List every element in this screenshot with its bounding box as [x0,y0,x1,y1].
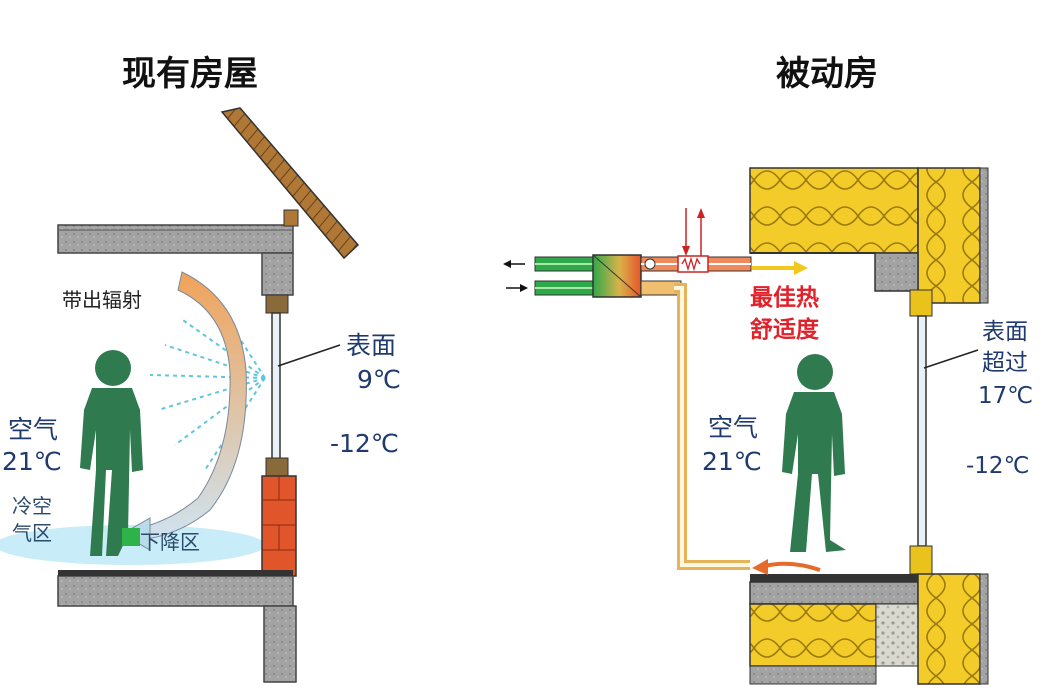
left-person [80,350,143,556]
cold-zone-line1: 冷空 [12,494,52,518]
left-outside-temp: -12℃ [330,429,399,458]
right-window-frame-top [909,289,933,317]
left-air-label: 空气 [8,415,59,444]
right-window-frame-bottom [909,545,933,575]
radiation-rays [149,299,266,471]
comfort-line1: 最佳热 [750,285,819,311]
left-surface-temp: 9℃ [357,365,401,394]
right-floor-slab [749,581,919,605]
return-air-arrow [752,559,821,575]
left-window-frame-bottom [265,457,289,477]
left-window-glass [271,312,281,464]
right-air-temp: 21℃ [702,447,762,476]
ceiling-slab [57,224,294,254]
outer-insulation-top [917,167,981,304]
ventilation-system [503,208,752,570]
left-surface-label: 表面 [346,331,397,360]
downdraft-label: 下降区 [140,530,200,554]
left-existing-house [0,107,360,683]
outer-insulation-bottom [917,573,981,685]
right-passive-house [503,167,989,685]
right-surface-line1: 表面 [982,319,1028,345]
right-surface-temp: 17℃ [978,383,1034,409]
right-person [782,354,846,552]
cold-zone-line2: 气区 [12,521,52,545]
right-surface-line2: 超过 [982,350,1028,376]
warm-supply-arrow [752,261,808,275]
right-air-label: 空气 [708,413,759,442]
lower-insulation [749,603,877,667]
floor-slab [57,575,294,607]
right-window-glass [917,315,927,547]
left-window-frame-top [265,294,289,314]
comfort-line2: 舒适度 [750,317,819,343]
radiation-label: 带出辐射 [62,288,142,312]
right-outside-temp: -12℃ [966,453,1030,479]
roof-rafter [220,107,360,260]
right-title: 被动房 [776,54,878,94]
downdraft-arrow [139,271,247,541]
upper-insulation [749,167,919,254]
left-air-temp: 21℃ [2,447,62,476]
left-title: 现有房屋 [122,54,258,94]
